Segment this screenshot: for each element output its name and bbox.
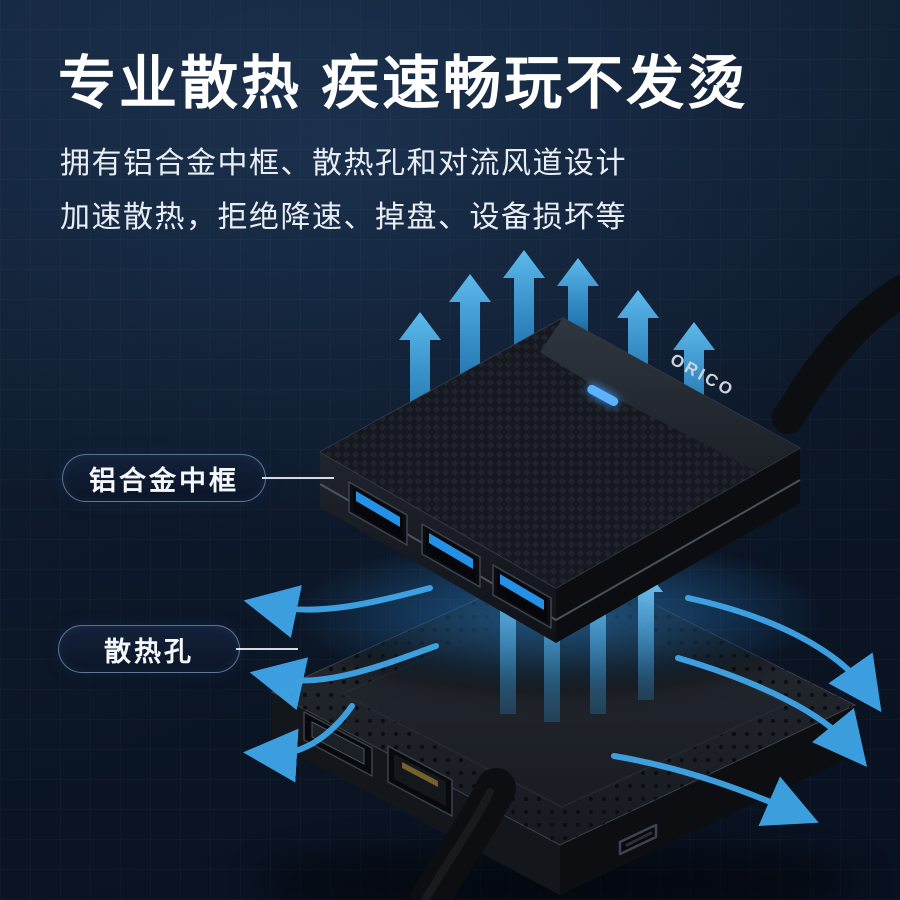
led-indicator: [587, 384, 619, 406]
front-cable: [408, 768, 516, 900]
ethernet-port: [387, 745, 453, 817]
callout-vent-holes: 散热孔: [58, 625, 240, 673]
airflow-curve: [685, 595, 882, 713]
airflow-curve: [249, 643, 439, 711]
usb-c-port: [618, 823, 658, 856]
hub-unit: ORICO: [319, 317, 801, 643]
hub-front-right-face: [556, 448, 800, 643]
callout-vent-holes-label: 散热孔: [104, 636, 194, 667]
airflow-arrow: [581, 558, 615, 714]
airflow-curve: [243, 703, 355, 783]
airflow-arrow: [557, 258, 599, 368]
airflow-arrow: [503, 250, 545, 415]
callout-aluminum-frame: 铝合金中框: [62, 454, 266, 502]
usb-a-port-1: [348, 481, 408, 546]
rear-cable: [772, 274, 900, 434]
airflow-curve: [675, 655, 868, 767]
usb-a-port-2: [421, 523, 481, 588]
page-title: 专业散热 疾速畅玩不发烫: [58, 51, 749, 116]
airflow-curve: [611, 753, 819, 826]
callout-aluminum-frame-label: 铝合金中框: [89, 465, 239, 496]
airflow-arrow: [491, 566, 525, 714]
airflow-curve: [243, 585, 433, 638]
airflow-curve-arrows: [243, 585, 882, 826]
brand-band: [540, 318, 800, 472]
airflow-arrow: [449, 274, 491, 450]
subtitle-line-1: 拥有铝合金中框、散热孔和对流风道设计: [60, 147, 627, 180]
callout-line-aluminum-frame: [262, 477, 334, 479]
subtitle-line-2: 加速散热，拒绝降速、掉盘、设备损坏等: [60, 201, 627, 234]
callout-line-vent-holes: [236, 648, 298, 650]
usb-a-port-3: [492, 564, 552, 629]
airflow-arrow: [629, 570, 663, 700]
